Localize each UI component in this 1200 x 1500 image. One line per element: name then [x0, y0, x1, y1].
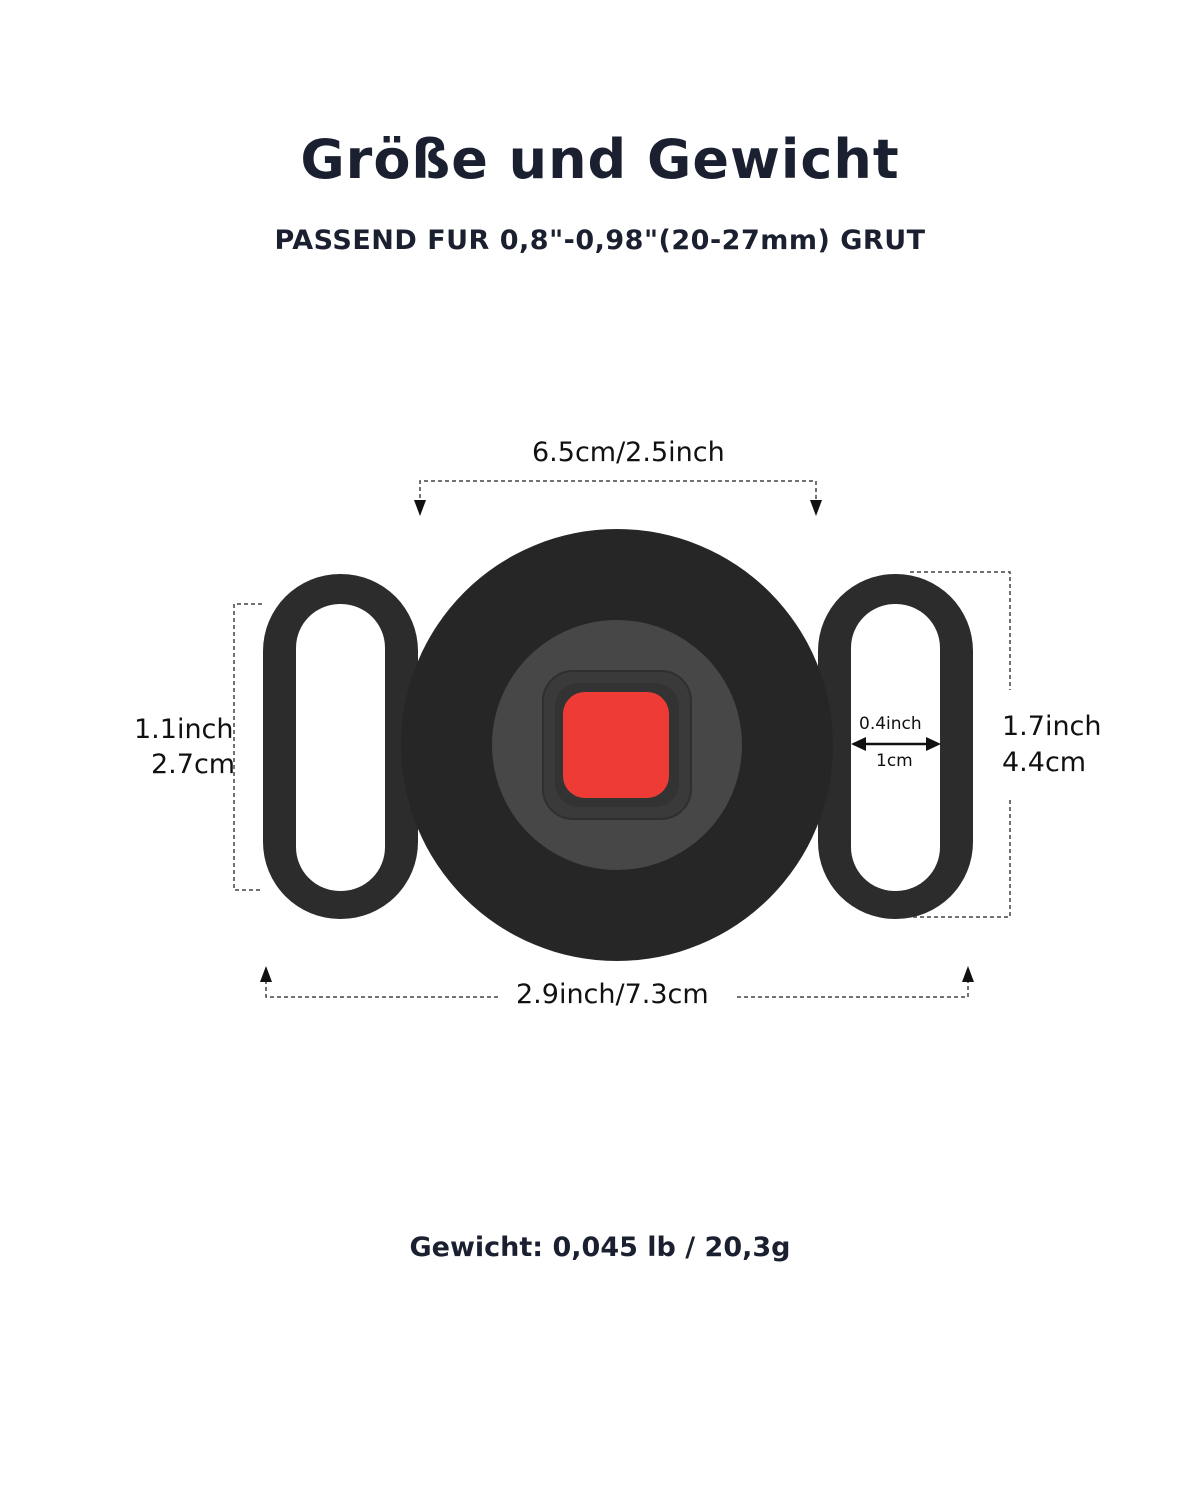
page-subtitle: PASSEND FUR 0,8"-0,98"(20-27mm) GRUT: [274, 225, 926, 256]
top-dimension-line: [419, 480, 817, 505]
left-height-inch-label: 1.1inch: [134, 714, 234, 745]
right-height-cm-label: 4.4cm: [1002, 747, 1087, 778]
right-height-inch-label: 1.7inch: [1002, 711, 1102, 742]
bottom-dimension-line: [265, 980, 969, 998]
left-dimension-line: [233, 603, 262, 891]
right-dimension-line: [910, 571, 1011, 918]
left-height-cm-label: 2.7cm: [151, 749, 236, 780]
page-title: Größe und Gewicht: [300, 128, 900, 191]
right-strap-loop: [818, 574, 973, 919]
slot-width-cm-label: 1cm: [876, 751, 913, 771]
red-button: [563, 692, 669, 798]
slot-width-inch-label: 0.4inch: [859, 714, 922, 734]
tracker-holder: [401, 529, 833, 961]
left-strap-loop: [263, 574, 418, 919]
top-width-label: 6.5cm/2.5inch: [532, 437, 725, 468]
bottom-width-label: 2.9inch/7.3cm: [516, 979, 709, 1010]
weight-text: Gewicht: 0,045 lb / 20,3g: [409, 1232, 791, 1263]
slot-width-arrow: [851, 737, 941, 751]
